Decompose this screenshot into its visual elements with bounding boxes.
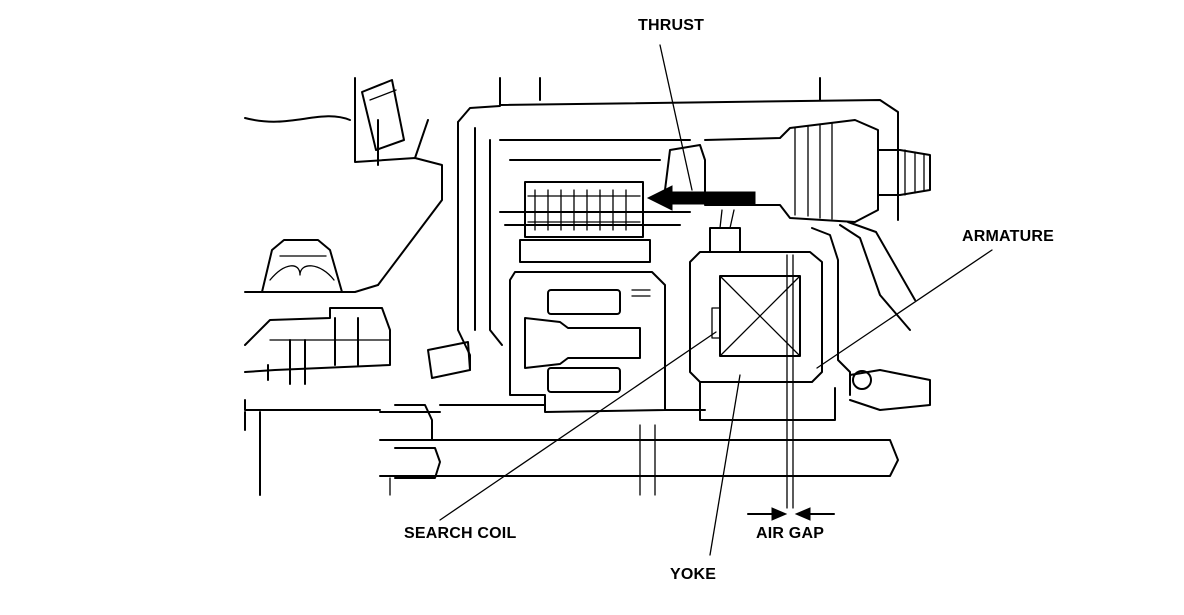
cap-left xyxy=(261,239,343,293)
connector-assembly xyxy=(664,119,931,223)
bottom-shaft xyxy=(379,404,899,496)
housing-outline xyxy=(244,77,443,496)
clip-left xyxy=(427,341,471,379)
bracket-top-left xyxy=(361,79,405,151)
leader-lines xyxy=(439,44,993,556)
armature xyxy=(811,221,931,411)
clutch-plates xyxy=(524,181,644,238)
label-yoke: YOKE xyxy=(670,566,717,583)
label-search-coil: SEARCH COIL xyxy=(404,525,517,542)
thrust-arrow xyxy=(646,185,756,211)
label-thrust: THRUST xyxy=(638,17,705,34)
label-armature: ARMATURE xyxy=(962,228,1054,245)
bearing-assembly xyxy=(509,239,666,413)
air-gap-arrows xyxy=(747,507,835,521)
label-air-gap: AIR GAP xyxy=(756,525,825,542)
shaft-block-left xyxy=(244,307,391,385)
yoke xyxy=(664,209,836,421)
